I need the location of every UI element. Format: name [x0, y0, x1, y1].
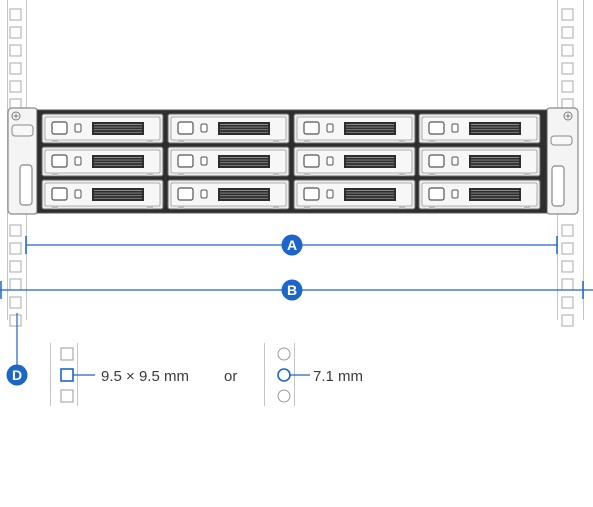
marker-d — [6, 364, 28, 386]
drive-bay — [167, 146, 290, 177]
rail-hole — [561, 260, 574, 273]
rail-hole — [561, 26, 574, 39]
round-hole-detail — [264, 343, 310, 406]
drive-bay — [418, 179, 541, 210]
rail-hole — [561, 242, 574, 255]
rail-hole — [9, 260, 22, 273]
drive-bay — [41, 113, 164, 144]
drive-latch-icon — [51, 187, 68, 201]
drive-latch-icon — [303, 187, 320, 201]
rail-hole — [9, 62, 22, 75]
square-hole-detail — [50, 343, 95, 406]
dimension-b: B — [0, 279, 593, 301]
or-label: or — [224, 368, 237, 385]
rail-hole — [9, 44, 22, 57]
drive-latch-icon — [303, 121, 320, 135]
drive-latch-icon — [303, 154, 320, 168]
marker-b-label: B — [287, 282, 297, 298]
drive-latch-icon — [177, 187, 194, 201]
server-chassis — [7, 107, 579, 215]
drive-bay — [167, 113, 290, 144]
marker-b — [281, 279, 303, 301]
dimension-a: A — [25, 234, 558, 256]
square-hole-size-label: 9.5 × 9.5 mm — [101, 368, 189, 385]
drive-latch-icon — [177, 154, 194, 168]
rail-hole — [9, 80, 22, 93]
rail-hole — [561, 278, 574, 291]
dimension-d: D — [6, 313, 28, 386]
drive-bay — [418, 146, 541, 177]
rail-hole — [561, 314, 574, 327]
rail-hole — [561, 8, 574, 21]
rail-hole — [561, 296, 574, 309]
drive-bay — [418, 113, 541, 144]
drive-bay — [293, 179, 416, 210]
right-rack-rail — [557, 0, 584, 327]
drive-bay — [41, 179, 164, 210]
rail-hole — [9, 224, 22, 237]
left-rack-rail — [7, 0, 27, 327]
right-rail-holes — [561, 8, 574, 327]
rail-hole — [9, 8, 22, 21]
drive-latch-icon — [51, 121, 68, 135]
rail-hole — [9, 296, 22, 309]
rail-hole — [9, 242, 22, 255]
round-hole-size-label: 7.1 mm — [313, 368, 363, 385]
left-rail-holes — [9, 8, 22, 327]
drive-bay — [41, 146, 164, 177]
drive-latch-icon — [428, 121, 445, 135]
marker-a — [281, 234, 303, 256]
marker-d-label: D — [12, 367, 22, 383]
rail-hole — [9, 314, 22, 327]
drive-latch-icon — [428, 154, 445, 168]
drive-bay — [293, 113, 416, 144]
rail-hole — [9, 278, 22, 291]
drive-latch-icon — [177, 121, 194, 135]
drive-latch-icon — [51, 154, 68, 168]
rail-hole — [561, 80, 574, 93]
rail-hole — [561, 44, 574, 57]
drive-bays — [41, 113, 541, 210]
marker-a-label: A — [287, 237, 297, 253]
drive-bay — [293, 146, 416, 177]
rail-hole — [561, 62, 574, 75]
rail-hole — [9, 26, 22, 39]
drive-bay — [167, 179, 290, 210]
rail-hole — [561, 224, 574, 237]
drive-latch-icon — [428, 187, 445, 201]
